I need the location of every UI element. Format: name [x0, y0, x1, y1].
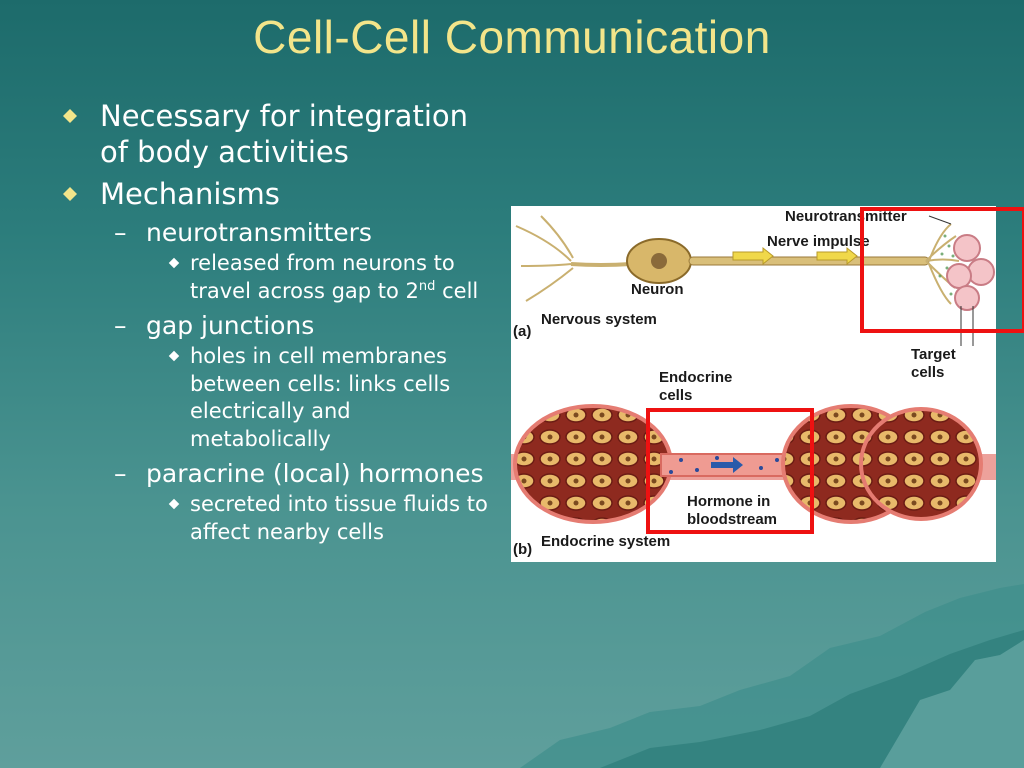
label-nervous-system: Nervous system	[541, 311, 657, 328]
label-target-1: Target	[911, 346, 956, 363]
diamond-bullet-icon	[168, 257, 180, 269]
label-endocrine-1: Endocrine	[659, 369, 732, 386]
label-target-2: cells	[911, 364, 944, 381]
detail-text: released from neurons to travel across g…	[190, 251, 455, 303]
sub-bullet-text: gap junctions	[146, 311, 315, 340]
label-part-a: (a)	[513, 323, 531, 340]
detail-gap-junctions: holes in cell membranes between cells: l…	[62, 343, 492, 453]
label-neuron: Neuron	[631, 281, 684, 298]
label-endocrine-2: cells	[659, 387, 692, 404]
bullet-list: Necessary for integration of body activi…	[62, 98, 492, 552]
detail-text: holes in cell membranes between cells: l…	[190, 344, 451, 451]
label-part-b: (b)	[513, 541, 532, 558]
nerve-impulse-arrows	[732, 246, 858, 266]
bullet-mechanisms: Mechanisms	[62, 176, 492, 212]
diagram-svg: Neurotransmitter Nerve impulse Neuron (a…	[511, 208, 996, 558]
target-tissue-2	[859, 407, 983, 521]
sub-bullet-neurotransmitters: – neurotransmitters	[62, 218, 492, 248]
label-hormone-2: bloodstream	[687, 511, 777, 528]
endocrine-gland-drawing	[511, 404, 996, 524]
sub-bullet-text: neurotransmitters	[146, 218, 372, 247]
bullet-text: Mechanisms	[100, 177, 280, 211]
label-nerve-impulse: Nerve impulse	[767, 233, 870, 250]
diamond-bullet-icon	[63, 187, 77, 201]
bullet-necessary: Necessary for integration of body activi…	[62, 98, 492, 170]
detail-neurotransmitters: released from neurons to travel across g…	[62, 250, 492, 305]
detail-text: secreted into tissue fluids to affect ne…	[190, 492, 488, 544]
detail-paracrine: secreted into tissue fluids to affect ne…	[62, 491, 492, 546]
dash-marker: –	[114, 459, 127, 488]
sub-bullet-gap-junctions: – gap junctions	[62, 311, 492, 341]
diamond-bullet-icon	[168, 498, 180, 510]
target-cells-drawing	[946, 234, 995, 311]
sub-bullet-paracrine: – paracrine (local) hormones	[62, 459, 492, 489]
sub-bullet-text: paracrine (local) hormones	[146, 459, 484, 488]
label-hormone-1: Hormone in	[687, 493, 770, 510]
detail-text-end: cell	[435, 278, 479, 303]
cell-communication-figure: Neurotransmitter Nerve impulse Neuron (a…	[511, 206, 996, 562]
dash-marker: –	[114, 218, 127, 247]
dash-marker: –	[114, 311, 127, 340]
label-endocrine-system: Endocrine system	[541, 533, 670, 550]
diamond-bullet-icon	[168, 350, 180, 362]
bullet-text: Necessary for integration of body activi…	[100, 99, 469, 169]
hormone-arrow	[711, 457, 743, 473]
superscript: nd	[418, 278, 436, 294]
highlight-box-hormone	[646, 408, 814, 534]
label-neurotransmitter: Neurotransmitter	[785, 208, 907, 225]
diamond-bullet-icon	[63, 109, 77, 123]
highlight-box-target-cells	[860, 207, 1024, 333]
slide-title: Cell-Cell Communication	[253, 11, 771, 63]
